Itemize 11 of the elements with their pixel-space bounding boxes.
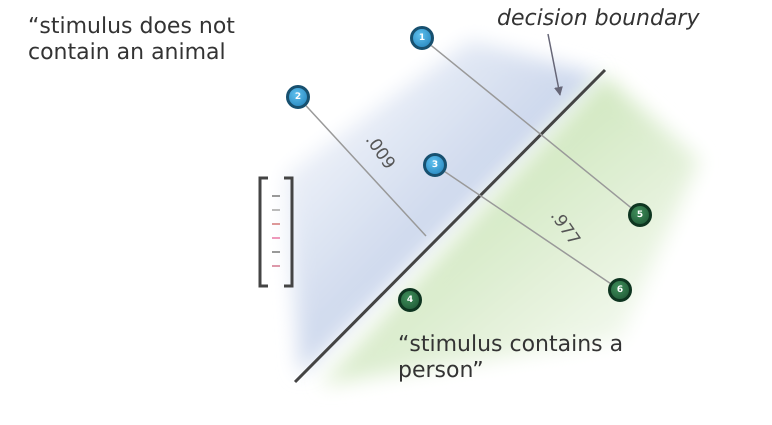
edge-label: .009 bbox=[360, 130, 400, 175]
annotation-label: decision boundary bbox=[497, 6, 767, 32]
edge-label: .977 bbox=[544, 206, 585, 251]
projection-line bbox=[430, 44, 632, 208]
numbered-marker: 1 bbox=[410, 26, 434, 50]
numbered-marker: 2 bbox=[286, 85, 310, 109]
projection-line bbox=[444, 171, 610, 284]
class-label: “stimulus contains a person” bbox=[398, 332, 624, 384]
projection-line bbox=[306, 105, 427, 236]
class-label: “stimulus does not contain an animal bbox=[28, 14, 236, 66]
leader-arrow bbox=[547, 34, 563, 96]
